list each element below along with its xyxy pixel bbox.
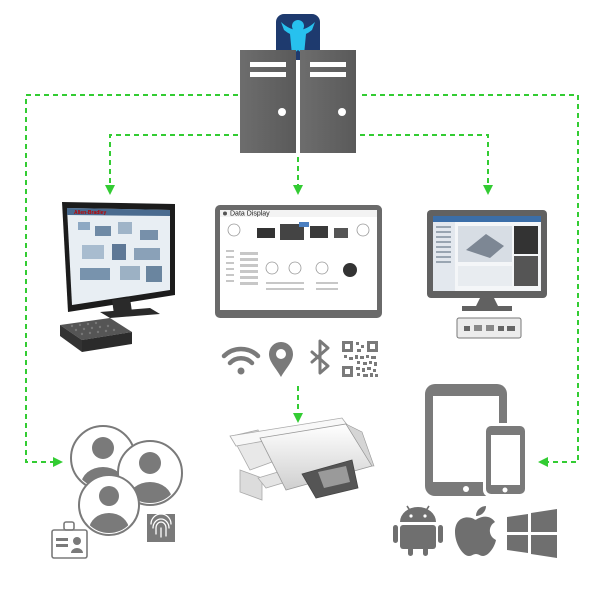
camera-node[interactable] (229, 417, 375, 501)
user-group-icon (70, 425, 183, 536)
id-badge-icon (51, 521, 88, 559)
android-icon (393, 505, 443, 556)
workstation-node[interactable] (427, 210, 547, 339)
mobile-node[interactable] (393, 384, 557, 558)
thinmanager-logo-icon (276, 14, 320, 60)
server-pair-icon (240, 50, 356, 153)
connector-left-outer (25, 94, 238, 467)
server-node[interactable] (240, 14, 356, 153)
users-node[interactable] (51, 425, 183, 559)
dashboard-title: Data Display (230, 211, 270, 218)
panel-display-icon: Data Display (215, 205, 382, 318)
security-camera-icon (229, 417, 375, 501)
connector-right-outer (362, 94, 579, 467)
desktop-with-terminal-icon (427, 210, 547, 339)
apple-icon (455, 506, 496, 556)
wifi-icon (221, 346, 261, 375)
windows-icon (507, 509, 557, 558)
connectors (25, 94, 579, 467)
connector-left-inner (105, 134, 238, 195)
fingerprint-icon (147, 513, 175, 542)
location-pin-icon (269, 342, 293, 377)
monitor-with-thin-client-icon: Allen-Bradley (60, 202, 175, 352)
web-dashboard-node[interactable]: Data Display (215, 205, 382, 318)
bluetooth-icon (310, 339, 330, 375)
qr-code-icon (342, 341, 378, 377)
industrial-terminal-node[interactable]: Allen-Bradley (60, 202, 175, 352)
phone-icon (483, 423, 528, 497)
location-services-node[interactable] (221, 339, 378, 377)
monitor-brand-label: Allen-Bradley (74, 210, 106, 216)
connector-right-inner (360, 134, 493, 195)
